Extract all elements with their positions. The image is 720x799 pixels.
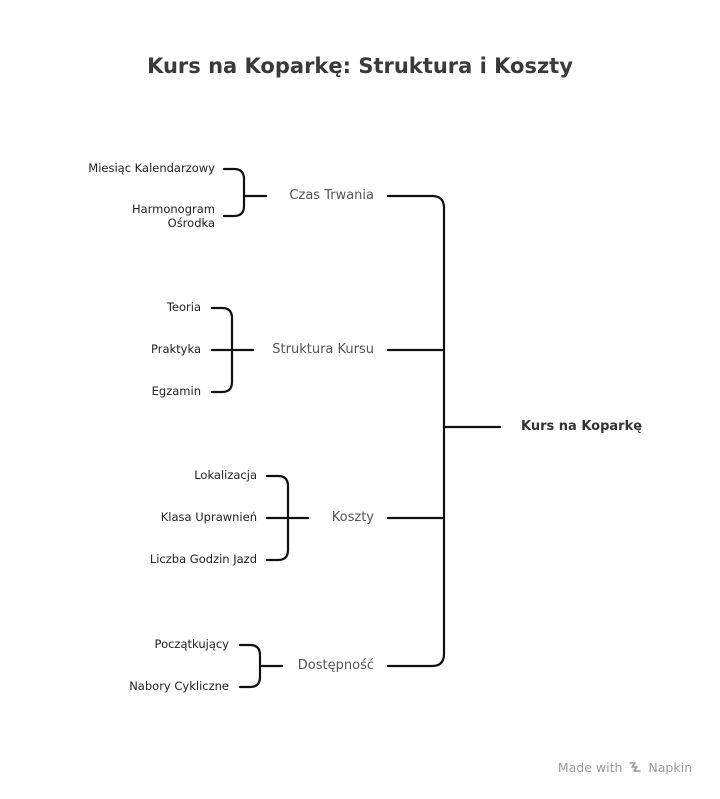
bracket-czas — [222, 167, 246, 218]
leaf-egzamin: Egzamin — [151, 384, 201, 398]
bracket-dostepnosc — [238, 643, 262, 689]
leaf-nabory-cykliczne: Nabory Cykliczne — [129, 679, 229, 693]
leaf-poczatkujacy: Początkujący — [154, 637, 229, 651]
made-with-text: Made with — [557, 760, 623, 775]
diagram-title: Kurs na Koparkę: Struktura i Koszty — [147, 54, 573, 78]
leaf-miesiac-kalendarzowy: Miesiąc Kalendarzowy — [88, 161, 215, 175]
leaf-liczba-godzin-jazd: Liczba Godzin Jazd — [149, 552, 257, 566]
leaf-praktyka: Praktyka — [151, 342, 201, 356]
branch-label-struktura-kursu: Struktura Kursu — [272, 342, 374, 357]
made-with-napkin-badge[interactable]: Made with Napkin — [558, 760, 692, 775]
napkin-logo-icon — [629, 762, 642, 772]
root-node-label: Kurs na Koparkę — [521, 419, 643, 434]
leaf-teoria: Teoria — [166, 300, 201, 314]
leaf-klasa-uprawnien: Klasa Uprawnień — [160, 510, 257, 524]
branch-label-czas-trwania: Czas Trwania — [289, 188, 374, 203]
trunk-connector — [386, 194, 446, 668]
branch-label-dostepnosc: Dostępność — [297, 658, 374, 673]
branch-label-koszty: Koszty — [331, 510, 374, 525]
leaf-lokalizacja: Lokalizacja — [194, 468, 257, 482]
napkin-brand-text: Napkin — [648, 760, 692, 775]
leaf-harmonogram-osrodka: Harmonogram Ośrodka — [131, 202, 215, 230]
